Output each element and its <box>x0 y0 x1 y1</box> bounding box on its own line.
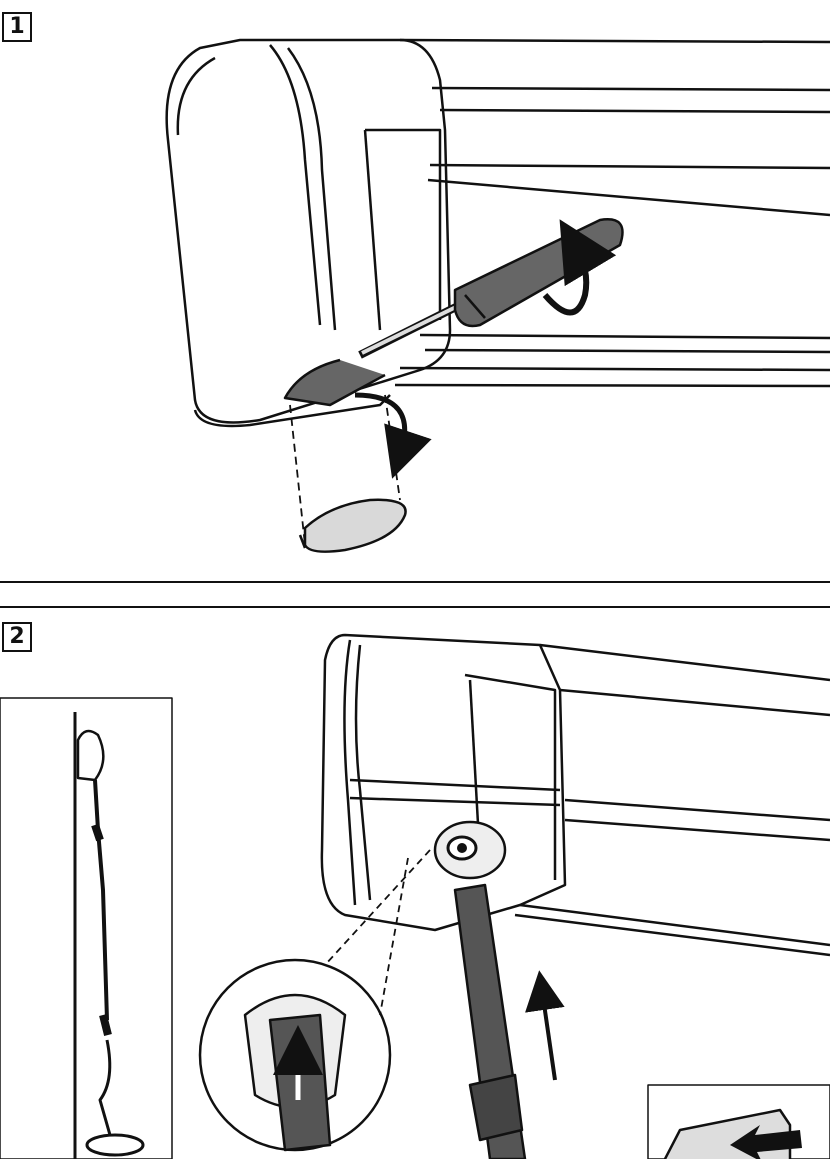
up-arrow-icon <box>525 970 565 1081</box>
awning-cassette-end <box>165 38 452 424</box>
rotate-arrow-icon <box>542 219 617 316</box>
step-number-1: 1 <box>2 12 32 42</box>
awning-housing <box>399 38 830 114</box>
step-1-illustration <box>165 38 830 553</box>
push-arrow-icon <box>730 1125 802 1159</box>
awning-housing <box>539 643 830 842</box>
rotate-arrow-icon <box>354 392 432 479</box>
step-2-illustration <box>0 633 830 1159</box>
removed-end-cap <box>303 498 407 553</box>
crank-handle-icon <box>76 729 145 1157</box>
step-number-2: 2 <box>2 622 32 652</box>
